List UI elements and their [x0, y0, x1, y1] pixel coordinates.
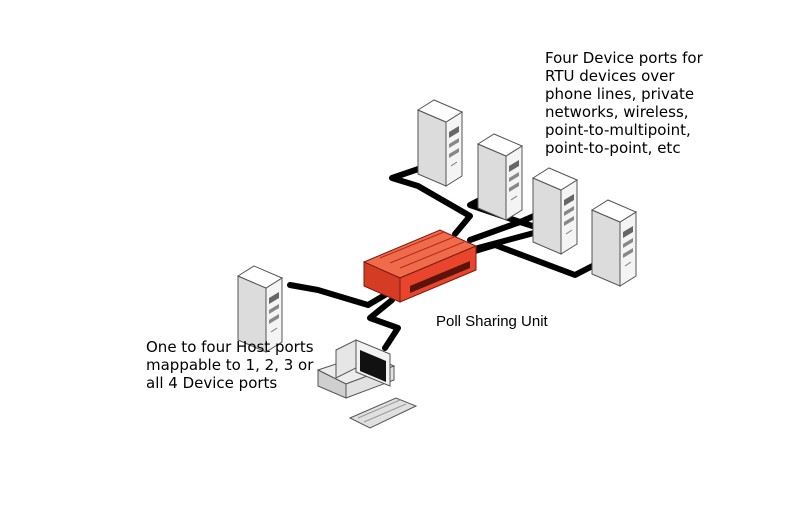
device-ports-note-line: Four Device ports for	[545, 49, 703, 67]
poll-sharing-unit-icon	[362, 229, 478, 303]
host-ports-note-line: all 4 Device ports	[146, 374, 278, 392]
device-server-2	[477, 133, 523, 221]
cable-host-server	[287, 282, 393, 308]
desktop-computer-icon	[316, 339, 418, 429]
poll-sharing-unit-label: Poll Sharing Unit	[436, 313, 548, 330]
host-ports-note-line: mappable to 1, 2, 3 or	[146, 356, 314, 374]
device-ports-note-line: networks, wireless,	[545, 103, 689, 121]
host-ports-note: One to four Host ports mappable to 1, 2,…	[146, 338, 314, 392]
device-server-3	[532, 167, 578, 255]
device-ports-note-line: phone lines, private	[545, 85, 695, 103]
cable-device-1	[389, 162, 473, 237]
device-ports-note-line: RTU devices over	[545, 67, 675, 85]
cable-host-workstation	[367, 297, 401, 351]
device-server-1	[417, 99, 463, 187]
device-ports-note-line: point-to-point, etc	[545, 139, 681, 157]
device-ports-note: Four Device ports for RTU devices over p…	[545, 49, 703, 157]
device-ports-note-line: point-to-multipoint,	[545, 121, 691, 139]
cable-device-4	[462, 242, 611, 278]
device-server-4	[591, 199, 637, 287]
host-ports-note-line: One to four Host ports	[146, 338, 314, 356]
